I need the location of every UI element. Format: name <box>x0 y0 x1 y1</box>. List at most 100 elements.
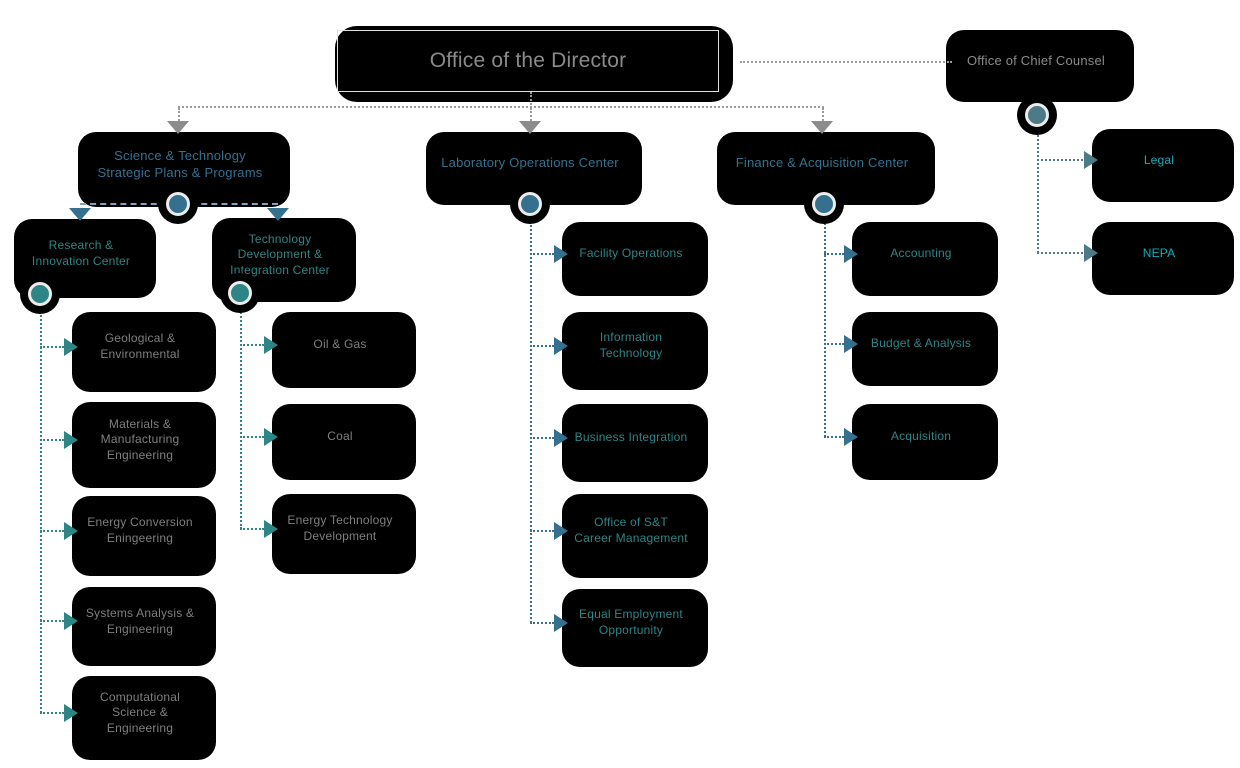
arrow-icon <box>1084 151 1098 169</box>
arrow-icon <box>844 335 858 353</box>
information-technology-label: Information Technology <box>599 330 663 360</box>
connector-line <box>530 622 554 624</box>
facility-operations-box: Facility Operations <box>562 222 708 296</box>
office-of-the-director-label: Office of the Director <box>429 49 627 73</box>
connector-node <box>518 192 542 216</box>
office-of-chief-counsel-label: Office of Chief Counsel <box>966 52 1106 68</box>
arrow-icon <box>554 522 568 540</box>
arrow-icon <box>554 337 568 355</box>
connector-line <box>530 530 554 532</box>
arrow-icon <box>1084 244 1098 262</box>
connector-line <box>40 346 64 348</box>
office-of-st-career-management-box: Office of S&T Career Management <box>562 494 708 578</box>
arrow-icon <box>554 614 568 632</box>
connector-line <box>1037 159 1083 161</box>
connector-line <box>40 712 64 714</box>
accounting-label: Accounting <box>890 246 952 261</box>
systems-analysis-engineering-box: Systems Analysis & Engineering <box>72 587 216 666</box>
arrow-icon <box>519 121 541 134</box>
research-innovation-center-box: Research & Innovation Center <box>14 219 156 298</box>
connector-line <box>40 620 64 622</box>
arrow-icon <box>264 336 278 354</box>
connector-line <box>240 528 264 530</box>
connector-line <box>530 204 532 623</box>
accounting-box: Accounting <box>852 222 998 296</box>
arrow-icon <box>554 429 568 447</box>
arrow-icon <box>844 245 858 263</box>
connector-line <box>824 253 844 255</box>
office-of-the-director-box: Office of the Director <box>335 26 733 102</box>
geological-environmental-label: Geological & Environmental <box>100 331 180 361</box>
computational-science-engineering-label: Computational Science & Engineering <box>100 689 180 735</box>
arrow-icon <box>264 520 278 538</box>
connector-line <box>530 437 554 439</box>
connector-line <box>1037 252 1083 254</box>
arrow-icon <box>64 338 78 356</box>
connector-line <box>530 92 532 108</box>
arrow-icon <box>64 431 78 449</box>
connector-line <box>240 293 242 529</box>
arrow-icon <box>64 522 78 540</box>
laboratory-operations-center-label: Laboratory Operations Center <box>441 155 619 171</box>
research-innovation-center-label: Research & Innovation Center <box>31 237 131 268</box>
arrow-icon <box>264 428 278 446</box>
connector-line <box>530 108 532 121</box>
legal-label: Legal <box>1143 152 1175 167</box>
finance-acquisition-center-box: Finance & Acquisition Center <box>717 132 935 205</box>
connector-line <box>178 106 824 108</box>
information-technology-box: Information Technology <box>562 312 708 390</box>
arrow-icon <box>64 612 78 630</box>
arrow-icon <box>267 208 289 221</box>
legal-box: Legal <box>1092 129 1234 202</box>
oil-gas-label: Oil & Gas <box>313 337 367 352</box>
finance-acquisition-center-label: Finance & Acquisition Center <box>735 155 909 171</box>
technology-development-integration-center-box: Technology Development & Integration Cen… <box>212 218 356 302</box>
arrow-icon <box>811 121 833 134</box>
connector-line <box>824 204 826 437</box>
energy-technology-development-box: Energy Technology Development <box>272 494 416 574</box>
technology-development-integration-center-label: Technology Development & Integration Cen… <box>230 231 330 277</box>
connector-node <box>812 192 836 216</box>
connector-line <box>740 61 952 63</box>
connector-line <box>240 436 264 438</box>
energy-conversion-eningeering-label: Energy Conversion Eningeering <box>87 515 193 545</box>
acquisition-label: Acquisition <box>890 429 952 444</box>
nepa-box: NEPA <box>1092 222 1234 295</box>
oil-gas-box: Oil & Gas <box>272 312 416 388</box>
materials-manufacturing-engineering-box: Materials & Manufacturing Engineering <box>72 402 216 488</box>
connector-node <box>228 281 252 305</box>
connector-node <box>1025 103 1049 127</box>
business-integration-box: Business Integration <box>562 404 708 482</box>
connector-line <box>824 436 844 438</box>
connector-line <box>40 439 64 441</box>
arrow-icon <box>554 245 568 263</box>
office-of-chief-counsel-box: Office of Chief Counsel <box>946 30 1134 102</box>
connector-line <box>1037 115 1039 253</box>
systems-analysis-engineering-label: Systems Analysis & Engineering <box>85 605 195 636</box>
energy-conversion-eningeering-box: Energy Conversion Eningeering <box>72 496 216 576</box>
arrow-icon <box>844 428 858 446</box>
connector-line <box>240 344 264 346</box>
coal-label: Coal <box>327 429 353 444</box>
science-technology-strategic-plans-programs-box: Science & Technology Strategic Plans & P… <box>78 132 290 207</box>
budget-analysis-box: Budget & Analysis <box>852 312 998 386</box>
arrow-icon <box>69 208 91 221</box>
equal-employment-opportunity-box: Equal Employment Opportunity <box>562 589 708 667</box>
connector-node <box>28 282 52 306</box>
business-integration-label: Business Integration <box>574 430 688 445</box>
energy-technology-development-label: Energy Technology Development <box>287 513 393 543</box>
connector-line <box>178 108 180 121</box>
connector-line <box>40 530 64 532</box>
connector-line <box>530 253 554 255</box>
acquisition-box: Acquisition <box>852 404 998 480</box>
nepa-label: NEPA <box>1142 245 1176 260</box>
geological-environmental-box: Geological & Environmental <box>72 312 216 392</box>
connector-line <box>530 345 554 347</box>
budget-analysis-label: Budget & Analysis <box>870 336 972 351</box>
laboratory-operations-center-box: Laboratory Operations Center <box>426 132 642 205</box>
science-technology-strategic-plans-programs-label: Science & Technology Strategic Plans & P… <box>97 147 263 180</box>
connector-line <box>822 108 824 121</box>
facility-operations-label: Facility Operations <box>579 246 683 261</box>
arrow-icon <box>167 121 189 134</box>
